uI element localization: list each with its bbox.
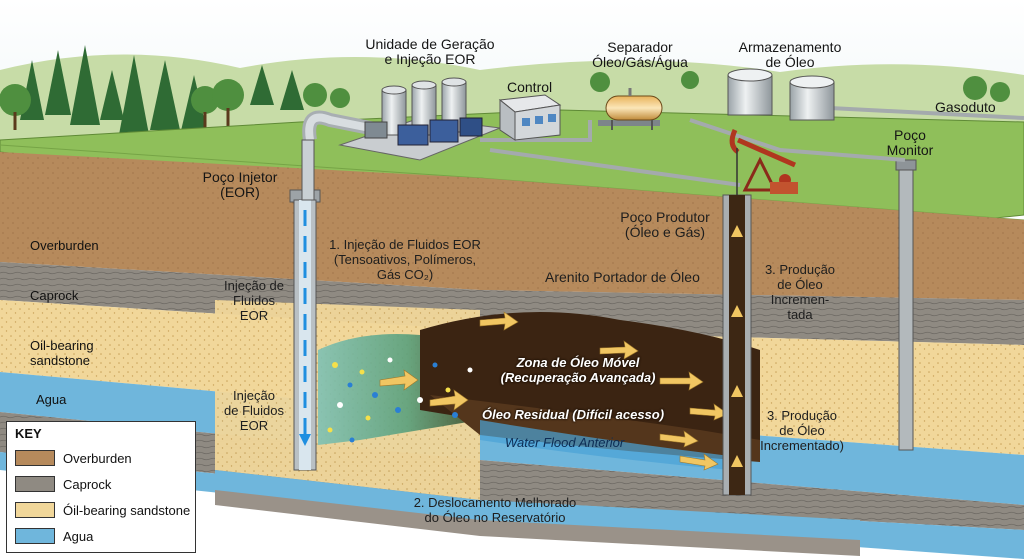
pipeline-label: Gasoduto [935, 99, 996, 115]
injected-fluid-bubbles [327, 357, 473, 443]
control-label: Control [507, 79, 553, 95]
control-building [498, 94, 562, 141]
pumpjack [729, 128, 798, 195]
key-item-agua: Agua [15, 526, 93, 546]
waterflood-label: Water Flood Anterior [505, 435, 625, 450]
key-title: KEY [15, 426, 42, 441]
monitor-well [895, 159, 917, 451]
injector-well-label: Poço Injetor(EOR) [202, 169, 278, 200]
reservoir-cutaway [215, 300, 860, 556]
sandstone-label: Arenito Portador de Óleo [545, 269, 700, 285]
key-item-overburden: Overburden [15, 448, 132, 468]
flow-arrows [379, 311, 729, 471]
producer-well-label: Poço Produtor(Óleo e Gás) [620, 209, 710, 240]
layer-caprock-label: Caprock [30, 288, 79, 303]
caprock-swatch [15, 476, 55, 492]
mobile-oil-zone-label: Zona de Óleo Móvel(Recuperação Avançada) [500, 355, 656, 385]
layer-overburden-label: Overburden [30, 238, 99, 253]
step1-label: 1. Injeção de Fluidos EOR(Tensoativos, P… [329, 237, 481, 282]
layer-agua-label: Agua [36, 392, 67, 407]
sandstone-swatch [15, 502, 55, 518]
injector-well [289, 110, 382, 471]
eor-generation-unit [338, 77, 501, 161]
overburden-swatch [15, 450, 55, 466]
oil-storage-tanks [727, 68, 835, 121]
layer-sandstone-label: Oil-bearing sandstone [30, 338, 94, 368]
key-item-sandstone: Óil-bearing sandstone [15, 500, 190, 520]
separator-vessel [598, 88, 663, 130]
legend-key: KEY Overburden Caprock Óil-bearing sands… [6, 421, 196, 553]
producer-well [722, 194, 752, 496]
key-item-caprock: Caprock [15, 474, 111, 494]
residual-oil-label: Óleo Residual (Difícil acesso) [482, 407, 665, 422]
agua-swatch [15, 528, 55, 544]
